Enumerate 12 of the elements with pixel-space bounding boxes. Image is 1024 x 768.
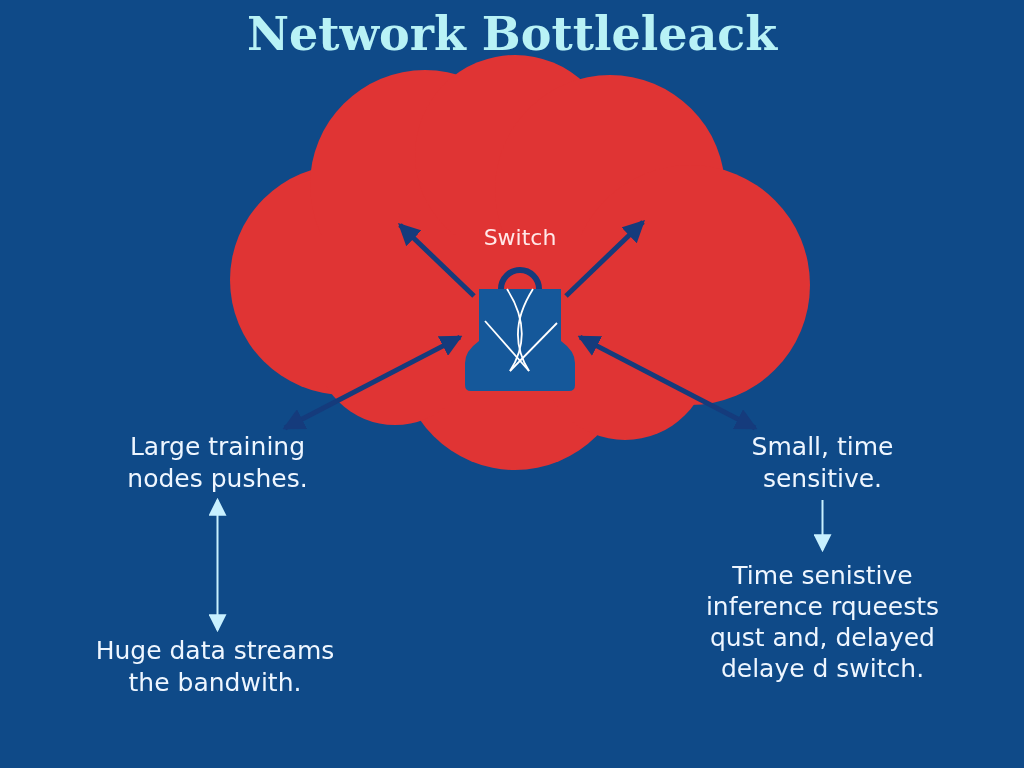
- arrow: [208, 497, 227, 633]
- text-label: Huge data streams the bandwith.: [94, 634, 336, 699]
- arrow: [577, 334, 758, 431]
- title: Network Bottleleack: [245, 6, 779, 63]
- text-label: Small, time sensitive.: [750, 430, 895, 495]
- arrow: [398, 223, 476, 298]
- arrow: [813, 499, 832, 553]
- switch-label: Switch: [482, 224, 558, 252]
- text-label: Time senistive inference rqueests qust and, delayed delaye d switch.: [704, 559, 941, 685]
- text-label: Large training nodes pushes.: [126, 430, 309, 495]
- arrow: [282, 334, 463, 431]
- arrow: [564, 220, 645, 298]
